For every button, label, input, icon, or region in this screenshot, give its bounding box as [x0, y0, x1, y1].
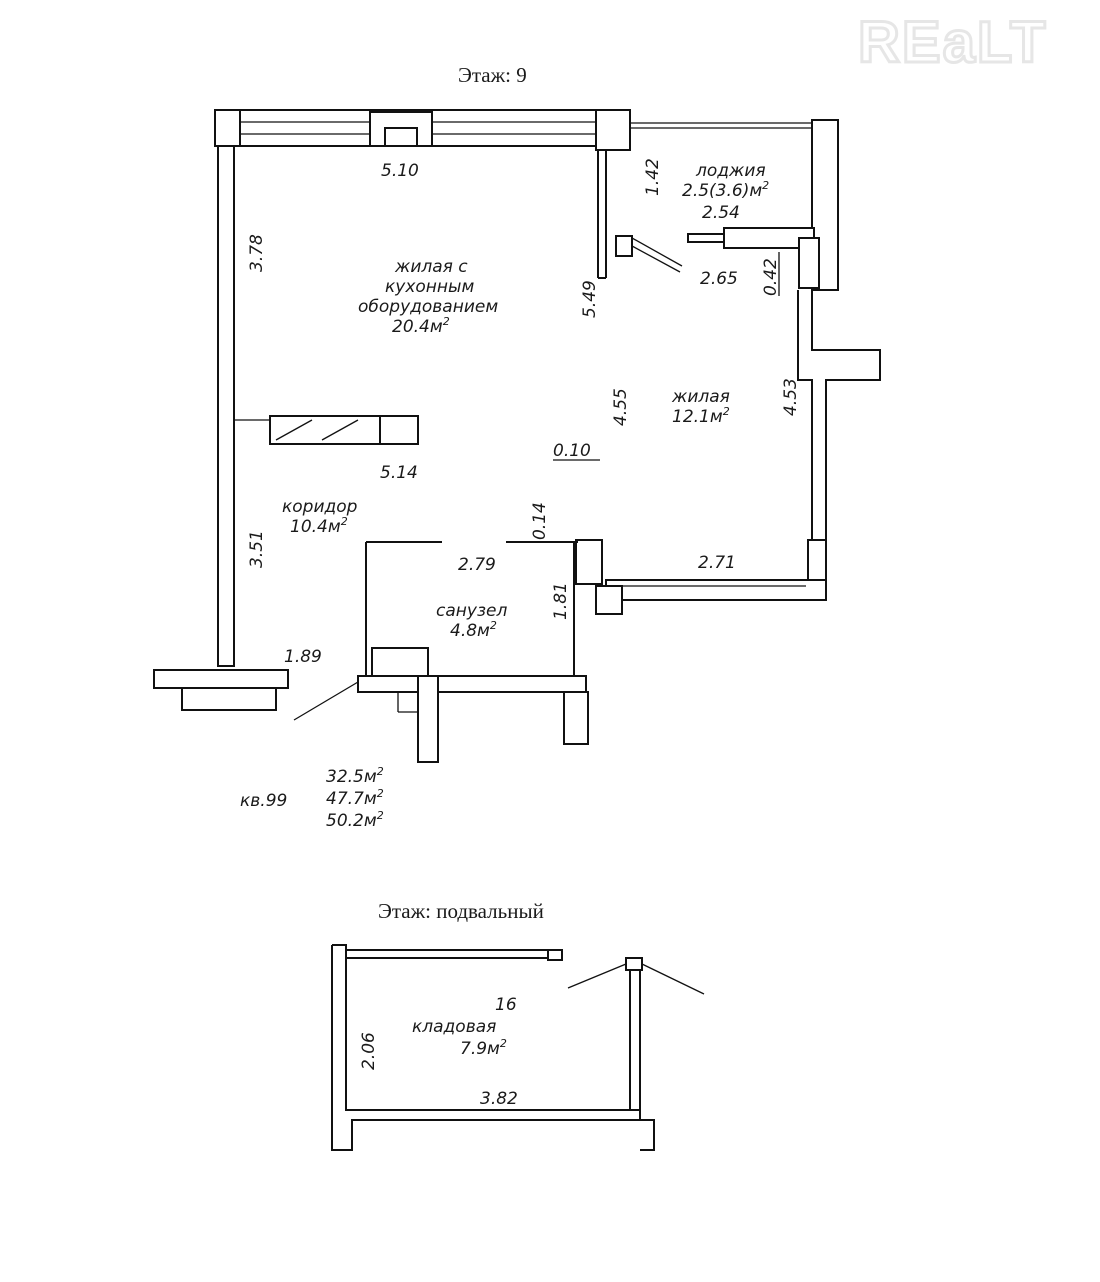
dim-2-54: 2.54 [702, 203, 740, 223]
dim-3-51: 3.51 [247, 530, 267, 568]
area-total: 47.7м2 [326, 787, 384, 809]
living-room-name: жилая [671, 387, 730, 407]
floor-9-walls [153, 109, 881, 763]
dim-5-49: 5.49 [580, 280, 600, 318]
apartment-summary: кв.99 32.5м2 47.7м2 50.2м2 [240, 765, 384, 831]
corridor-area: 10.4м2 [290, 515, 348, 537]
floor-9-room-labels: жилая с кухонным оборудованием 20.4м2 жи… [282, 161, 769, 641]
living-kitchen-line1: жилая с [394, 257, 468, 277]
dim-1-81: 1.81 [551, 582, 571, 620]
living-kitchen-area: 20.4м2 [392, 315, 450, 337]
storage-room-number: 16 [495, 995, 517, 1015]
bathroom-name: санузел [436, 601, 507, 621]
living-kitchen-line2: кухонным [385, 277, 474, 297]
floor-9-dimensions: 5.10 3.78 5.49 1.42 2.54 2.65 0.42 4.55 … [247, 158, 801, 667]
dim-0-42: 0.42 [761, 258, 781, 296]
dim-4-53: 4.53 [781, 378, 801, 416]
living-room-area: 12.1м2 [672, 405, 730, 427]
dim-5-14: 5.14 [380, 463, 418, 483]
dim-2-71: 2.71 [698, 553, 736, 573]
dim-2-79: 2.79 [458, 555, 496, 575]
basement-labels: 16 кладовая 7.9м2 2.06 3.82 [359, 995, 518, 1109]
dim-2-06: 2.06 [359, 1032, 379, 1070]
dim-3-78: 3.78 [247, 234, 267, 272]
loggia-area: 2.5(3.6)м2 [682, 179, 769, 201]
corridor-name: коридор [282, 497, 358, 517]
dim-1-89: 1.89 [284, 647, 322, 667]
dim-2-65: 2.65 [700, 269, 738, 289]
dim-1-42: 1.42 [643, 158, 663, 196]
storage-room-name: кладовая [412, 1017, 496, 1037]
living-kitchen-line3: оборудованием [358, 297, 498, 317]
dim-3-82: 3.82 [480, 1089, 518, 1109]
watermark-logo: REaLT [858, 10, 1047, 75]
bathroom-area: 4.8м2 [450, 619, 497, 641]
dim-4-55: 4.55 [611, 388, 631, 426]
basement-heading: Этаж: подвальный [378, 899, 544, 923]
dim-5-10: 5.10 [381, 161, 419, 181]
dim-0-14: 0.14 [530, 502, 550, 540]
area-living: 32.5м2 [326, 765, 384, 787]
storage-room-area: 7.9м2 [460, 1037, 507, 1059]
area-with-loggia: 50.2м2 [326, 809, 384, 831]
basement-walls [331, 944, 705, 1151]
loggia-name: лоджия [695, 161, 766, 181]
floor-9-heading: Этаж: 9 [458, 63, 527, 87]
apartment-label: кв.99 [240, 791, 287, 811]
dim-0-10: 0.10 [553, 441, 591, 461]
